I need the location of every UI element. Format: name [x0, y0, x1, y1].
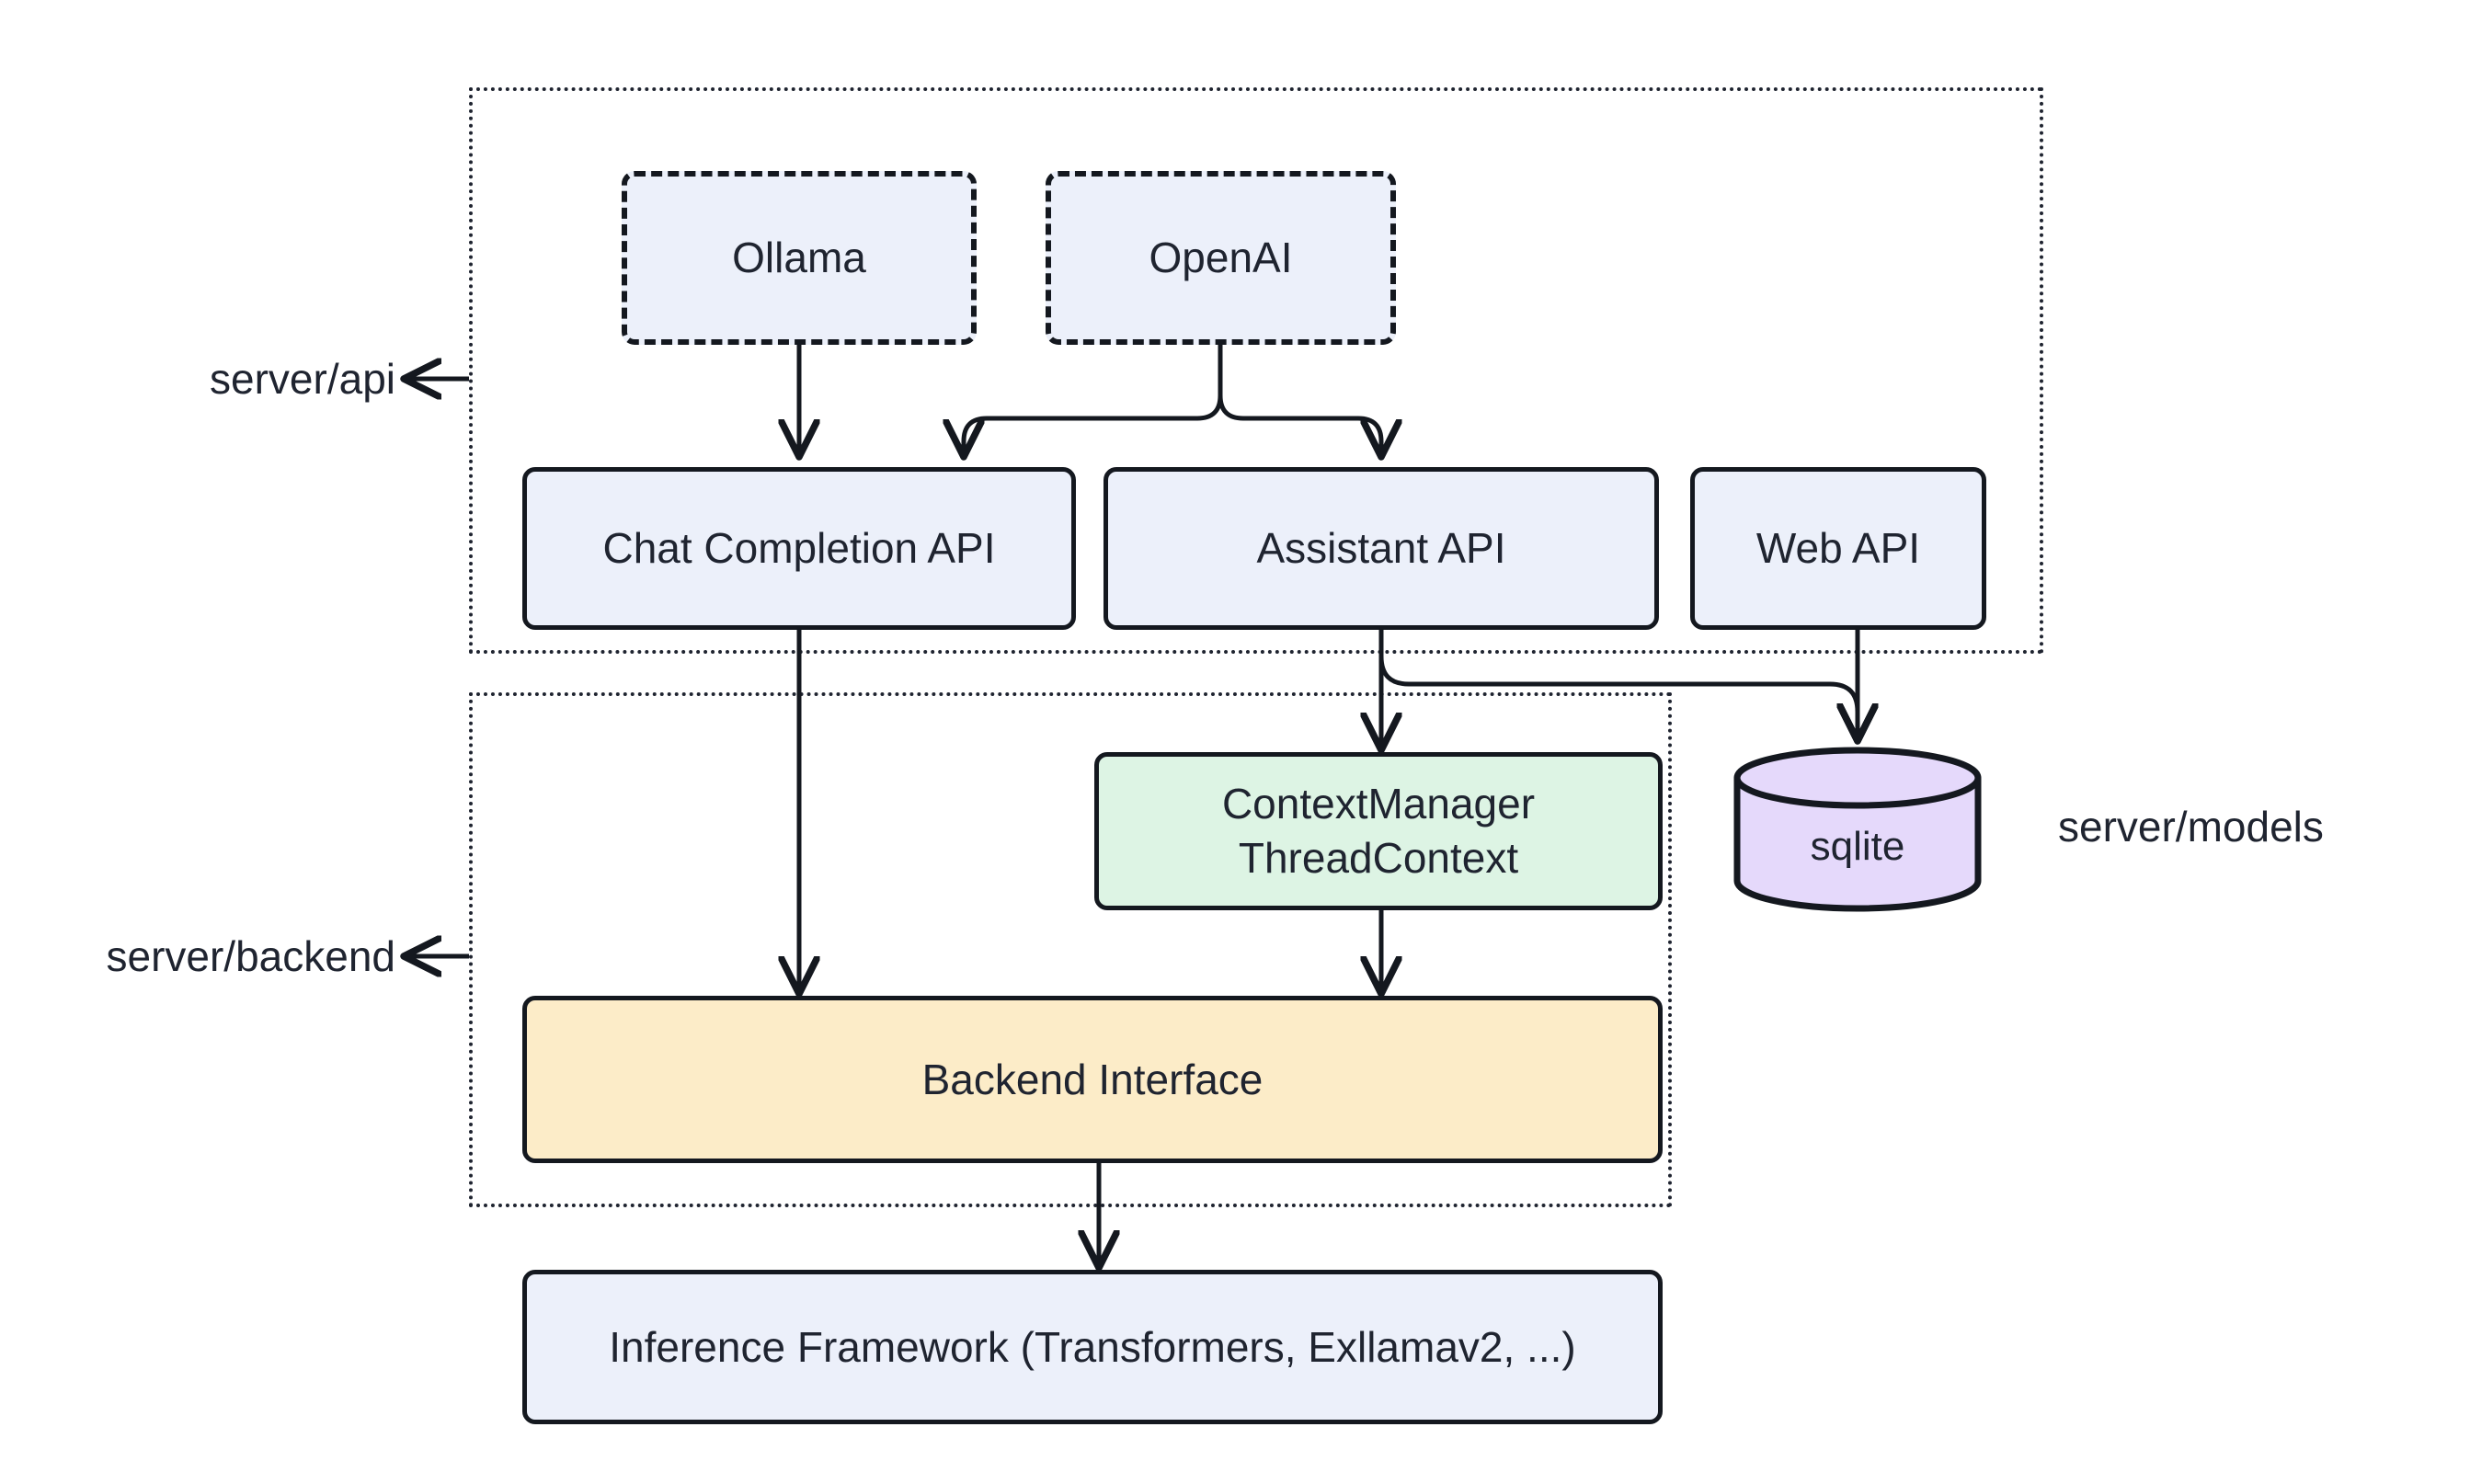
group-label-server-backend: server/backend	[106, 932, 396, 980]
node-assistant-api-label: Assistant API	[1256, 524, 1506, 573]
node-ollama-label: Ollama	[732, 234, 866, 282]
node-openai-label: OpenAI	[1149, 234, 1293, 282]
node-web-api[interactable]: Web API	[1690, 467, 1986, 630]
cylinder-shape	[1733, 747, 1982, 912]
group-label-server-api: server/api	[210, 355, 395, 403]
node-context-manager[interactable]: ContextManager ThreadContext	[1094, 752, 1663, 910]
node-backend-interface-label: Backend Interface	[921, 1055, 1264, 1103]
group-server-api	[469, 87, 2043, 654]
node-context-manager-label: ContextManager ThreadContext	[1221, 780, 1536, 882]
node-inference-framework-label: Inference Framework (Transformers, Exlla…	[609, 1322, 1576, 1371]
node-web-api-label: Web API	[1755, 524, 1921, 573]
node-ollama[interactable]: Ollama	[622, 171, 977, 345]
node-backend-interface[interactable]: Backend Interface	[522, 996, 1663, 1163]
node-openai[interactable]: OpenAI	[1046, 171, 1396, 345]
node-sqlite-label: sqlite	[1810, 824, 1905, 869]
node-inference-framework[interactable]: Inference Framework (Transformers, Exlla…	[522, 1270, 1663, 1424]
group-label-server-models: server/models	[2058, 803, 2324, 850]
node-chat-completion-api[interactable]: Chat Completion API	[522, 467, 1076, 630]
node-sqlite[interactable]: sqlite	[1732, 747, 1983, 912]
node-chat-completion-api-label: Chat Completion API	[602, 524, 996, 573]
group-server-backend	[469, 692, 1672, 1207]
node-assistant-api[interactable]: Assistant API	[1103, 467, 1659, 630]
